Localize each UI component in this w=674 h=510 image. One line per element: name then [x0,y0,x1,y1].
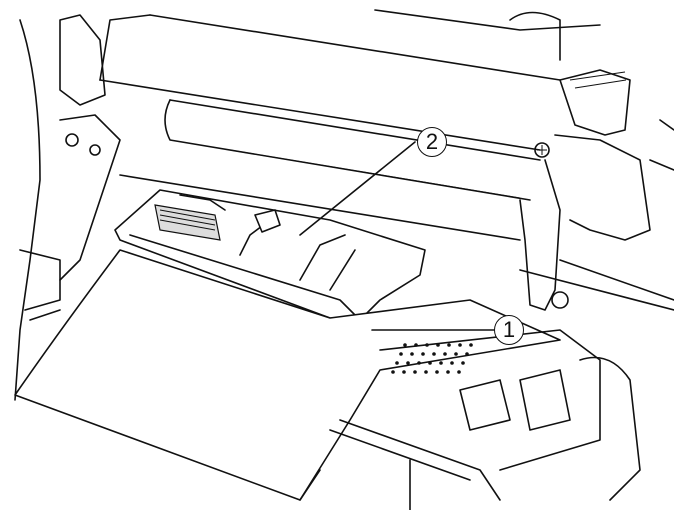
vent-hole [406,361,410,365]
vent-hole [458,343,462,347]
vent-hole [461,361,465,365]
callout-2-leader [299,141,416,236]
vent-hole [439,361,443,365]
vent-hole [447,343,451,347]
right-lever [519,69,674,311]
vent-hole [450,361,454,365]
platen-roller [119,99,541,241]
vent-hole [454,352,458,356]
paper-sheet [14,249,561,501]
left-frame [14,14,121,401]
vent-hole [414,343,418,347]
vent-hole [402,370,406,374]
vent-hole [421,352,425,356]
callout-1: 1 [494,315,524,345]
vent-hole [399,352,403,356]
top-cover [99,9,601,151]
vent-hole [425,343,429,347]
vent-hole [395,361,399,365]
vent-hole [436,343,440,347]
vent-hole [391,370,395,374]
vent-hole [424,370,428,374]
vent-hole [410,352,414,356]
vent-hole [403,343,407,347]
vent-hole [413,370,417,374]
vent-hole [446,370,450,374]
vent-hole [435,370,439,374]
vent-hole [443,352,447,356]
vent-hole [432,352,436,356]
callout-2: 2 [417,127,447,157]
vent-hole [469,343,473,347]
vent-hole [417,361,421,365]
vent-hole [457,370,461,374]
paper-guide [114,189,426,321]
vent-hole [428,361,432,365]
vent-holes [391,343,473,374]
vent-hole [465,352,469,356]
